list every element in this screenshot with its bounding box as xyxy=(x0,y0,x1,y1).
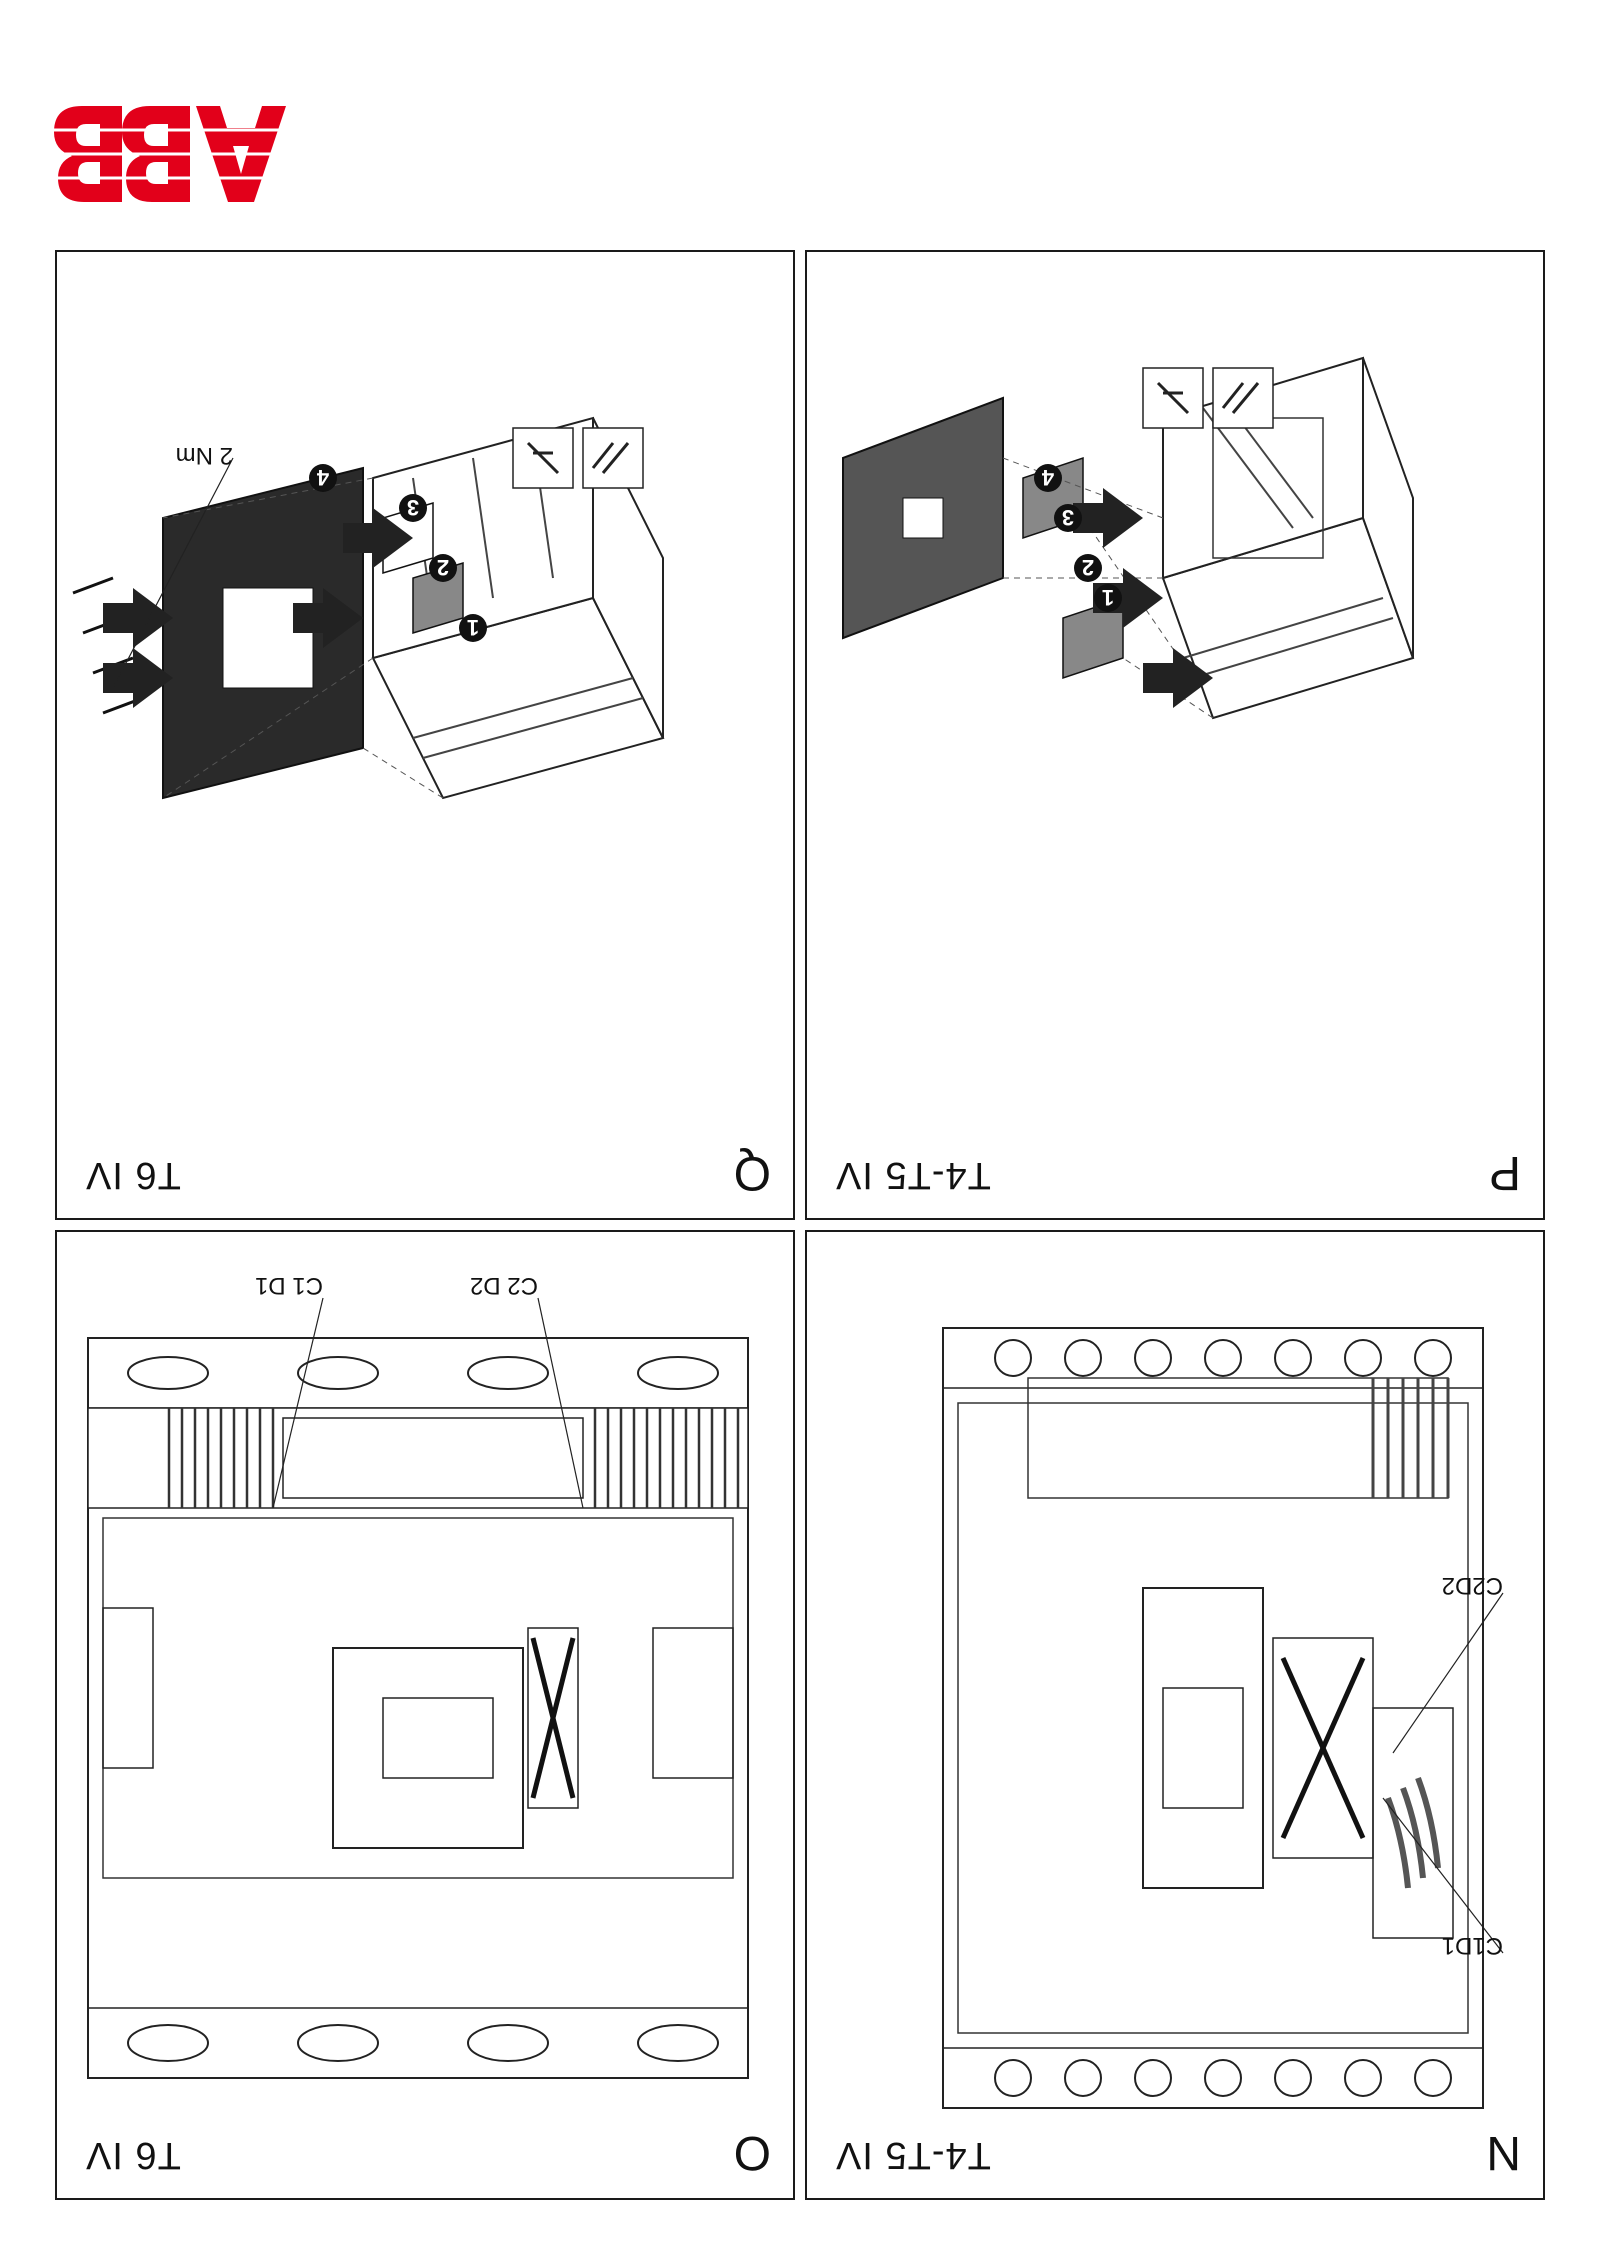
panel-letter: Q xyxy=(733,1146,771,1199)
panel-p: 1 2 3 4 P T4-T5 IV xyxy=(805,250,1545,1220)
panel-model: T6 IV xyxy=(85,2134,181,2176)
callout-c1d1: C1D1 xyxy=(1442,1932,1503,1959)
drawing-t4-t5-terminal-layout: C1D1 C2D2 xyxy=(942,1327,1504,2109)
panel-letter: P xyxy=(1488,1146,1521,1199)
panel-n: C1D1 C2D2 N T4-T5 IV xyxy=(805,1230,1545,2200)
step-4-badge: 4 xyxy=(316,465,329,490)
step-4-badge: 4 xyxy=(1041,465,1054,490)
step-1-badge: 1 xyxy=(467,615,479,640)
drawing-t6-terminal-layout: C1 D1 C2 D2 xyxy=(87,1272,749,2079)
step-1-badge: 1 xyxy=(1102,585,1114,610)
panel-letter: O xyxy=(733,2126,771,2179)
panel-q: 1 2 3 4 2 Nm Q T6 IV xyxy=(55,250,795,1220)
torque-label: 2 Nm xyxy=(176,442,233,469)
step-2-badge: 2 xyxy=(1082,555,1094,580)
panel-o: C1 D1 C2 D2 O T6 IV xyxy=(55,1230,795,2200)
callout-c2d2: C2D2 xyxy=(1442,1572,1503,1599)
step-3-badge: 3 xyxy=(1062,505,1074,530)
panel-model: T4-T5 IV xyxy=(835,2134,991,2176)
panel-model: T4-T5 IV xyxy=(835,1154,991,1196)
panel-model: T6 IV xyxy=(85,1154,181,1196)
abb-logo xyxy=(54,106,290,202)
drawing-t4-t5-cover-assembly: 1 2 3 4 xyxy=(842,356,1415,720)
callout-c2-d2: C2 D2 xyxy=(470,1272,538,1299)
panel-letter: N xyxy=(1486,2126,1521,2179)
step-2-badge: 2 xyxy=(437,555,449,580)
callout-c1-d1: C1 D1 xyxy=(255,1272,323,1299)
step-3-badge: 3 xyxy=(407,495,419,520)
drawing-t6-cover-assembly: 1 2 3 4 2 Nm xyxy=(72,416,665,800)
